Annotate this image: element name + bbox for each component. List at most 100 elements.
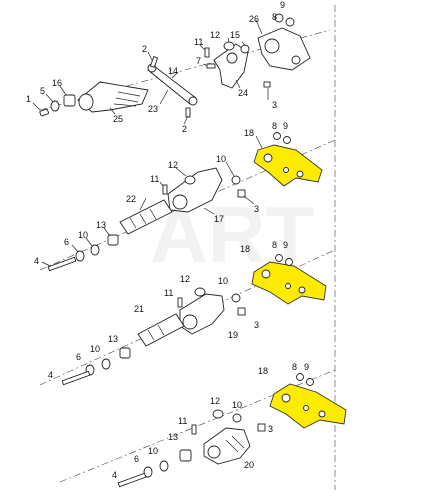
callout-9-top: 9 <box>280 0 285 10</box>
callout-22: 22 <box>126 194 136 204</box>
callout-11-d: 11 <box>178 416 187 426</box>
callout-labels: 1 5 16 25 2 23 14 2 11 12 15 7 24 9 8 26… <box>26 0 309 480</box>
washer-part-15 <box>240 44 250 54</box>
callout-10-d: 10 <box>90 344 100 354</box>
callout-5: 5 <box>40 86 45 96</box>
third-assembly <box>61 254 327 386</box>
washer-part-10-b <box>90 244 100 256</box>
callout-12-b: 12 <box>168 160 178 170</box>
bushing-part-13-c <box>179 449 192 462</box>
callout-2-lower: 2 <box>182 124 187 134</box>
callout-10-f: 10 <box>148 446 158 456</box>
callout-13-a: 13 <box>96 220 106 230</box>
callout-16: 16 <box>52 78 62 88</box>
callout-21: 21 <box>134 304 144 314</box>
callout-9-c: 9 <box>283 240 288 250</box>
housing-part-19 <box>179 293 225 335</box>
screw-part-2-lower <box>185 107 191 118</box>
bracket-part-26 <box>257 27 311 71</box>
second-assembly <box>47 132 323 272</box>
callout-10-a: 10 <box>216 154 226 164</box>
callout-11-b: 11 <box>150 174 159 184</box>
nut-part-9-top <box>285 17 295 27</box>
washer-part-10-e <box>232 413 242 423</box>
screw-part-3-d <box>257 423 266 432</box>
callout-8-c: 8 <box>272 240 277 250</box>
callout-18-b: 18 <box>240 244 250 254</box>
callout-3-d: 3 <box>268 424 273 434</box>
bottom-assembly <box>117 373 347 488</box>
callout-19: 19 <box>228 330 238 340</box>
washer-part-6-a <box>75 250 85 262</box>
footpeg-part-21 <box>137 313 185 347</box>
screw-part-7 <box>206 63 216 69</box>
callout-9-b: 9 <box>283 121 288 131</box>
callout-3-top: 3 <box>272 100 277 110</box>
bolt-part-4-b <box>61 370 91 386</box>
callout-11-top: 11 <box>194 37 203 47</box>
washer-part-10-a <box>231 175 241 185</box>
oring-part-12-c <box>194 287 206 297</box>
callout-12-d: 12 <box>210 396 220 406</box>
callout-4-b: 4 <box>48 370 53 380</box>
footpeg-part-25 <box>77 81 149 113</box>
bolt-part-11-c <box>177 297 183 308</box>
bracket-part-18-highlighted-3 <box>269 383 347 429</box>
bolt-part-11-top <box>204 47 210 58</box>
washer-part-8-top <box>274 13 284 23</box>
bolt-part-4-c <box>117 472 147 488</box>
callout-4-a: 4 <box>34 256 39 266</box>
nut-part-9-b <box>283 136 291 144</box>
bushing-part-16 <box>63 94 76 107</box>
callout-17: 17 <box>214 214 224 224</box>
callout-6-c: 6 <box>134 454 139 464</box>
callout-25: 25 <box>113 114 123 124</box>
callout-8-d: 8 <box>292 362 297 372</box>
callout-11-c: 11 <box>164 288 173 298</box>
callout-13-c: 13 <box>168 432 178 442</box>
nut-part-9-c <box>285 258 293 266</box>
oring-part-12-top <box>223 41 235 51</box>
callout-8-b: 8 <box>272 121 277 131</box>
leader-lines <box>32 19 269 267</box>
nut-part-9-d <box>306 378 314 386</box>
callout-15: 15 <box>230 30 240 40</box>
washer-part-8-b <box>273 132 281 140</box>
callout-7: 7 <box>196 56 201 66</box>
callout-26: 26 <box>249 14 259 24</box>
housing-part-17 <box>167 167 223 213</box>
bolt-part-11-d <box>191 424 197 435</box>
callout-10-e: 10 <box>232 400 242 410</box>
callout-14: 14 <box>168 66 178 76</box>
shift-lever-part-24 <box>213 43 249 89</box>
callout-12-c: 12 <box>180 274 190 284</box>
screw-part-3-b <box>237 189 246 198</box>
bracket-part-18-highlighted-1 <box>253 144 323 187</box>
footpeg-part-22 <box>119 199 173 235</box>
callout-4-c: 4 <box>112 470 117 480</box>
callout-13-b: 13 <box>108 334 118 344</box>
screw-part-3-top <box>263 81 271 88</box>
screw-part-1 <box>39 108 49 117</box>
washer-part-10-f <box>159 460 169 472</box>
callout-12-top: 12 <box>210 30 220 40</box>
washer-part-8-d <box>296 373 304 381</box>
callout-20: 20 <box>244 460 254 470</box>
callout-18-c: 18 <box>258 366 268 376</box>
bracket-part-18-highlighted-2 <box>251 261 327 305</box>
callout-8-top: 8 <box>272 12 277 22</box>
callout-6-b: 6 <box>76 352 81 362</box>
oring-part-12-b <box>184 175 196 185</box>
washer-part-10-d <box>101 358 111 370</box>
washer-part-10-c <box>231 293 241 303</box>
bolt-part-4-a <box>47 256 77 272</box>
bushing-part-13-b <box>119 347 131 359</box>
oring-part-12-d <box>212 409 224 419</box>
top-assembly <box>39 13 311 118</box>
callout-9-d: 9 <box>304 362 309 372</box>
washer-part-8-c <box>275 254 283 262</box>
callout-6-a: 6 <box>64 237 69 247</box>
callout-3-c: 3 <box>254 320 259 330</box>
callout-3-b: 3 <box>254 204 259 214</box>
